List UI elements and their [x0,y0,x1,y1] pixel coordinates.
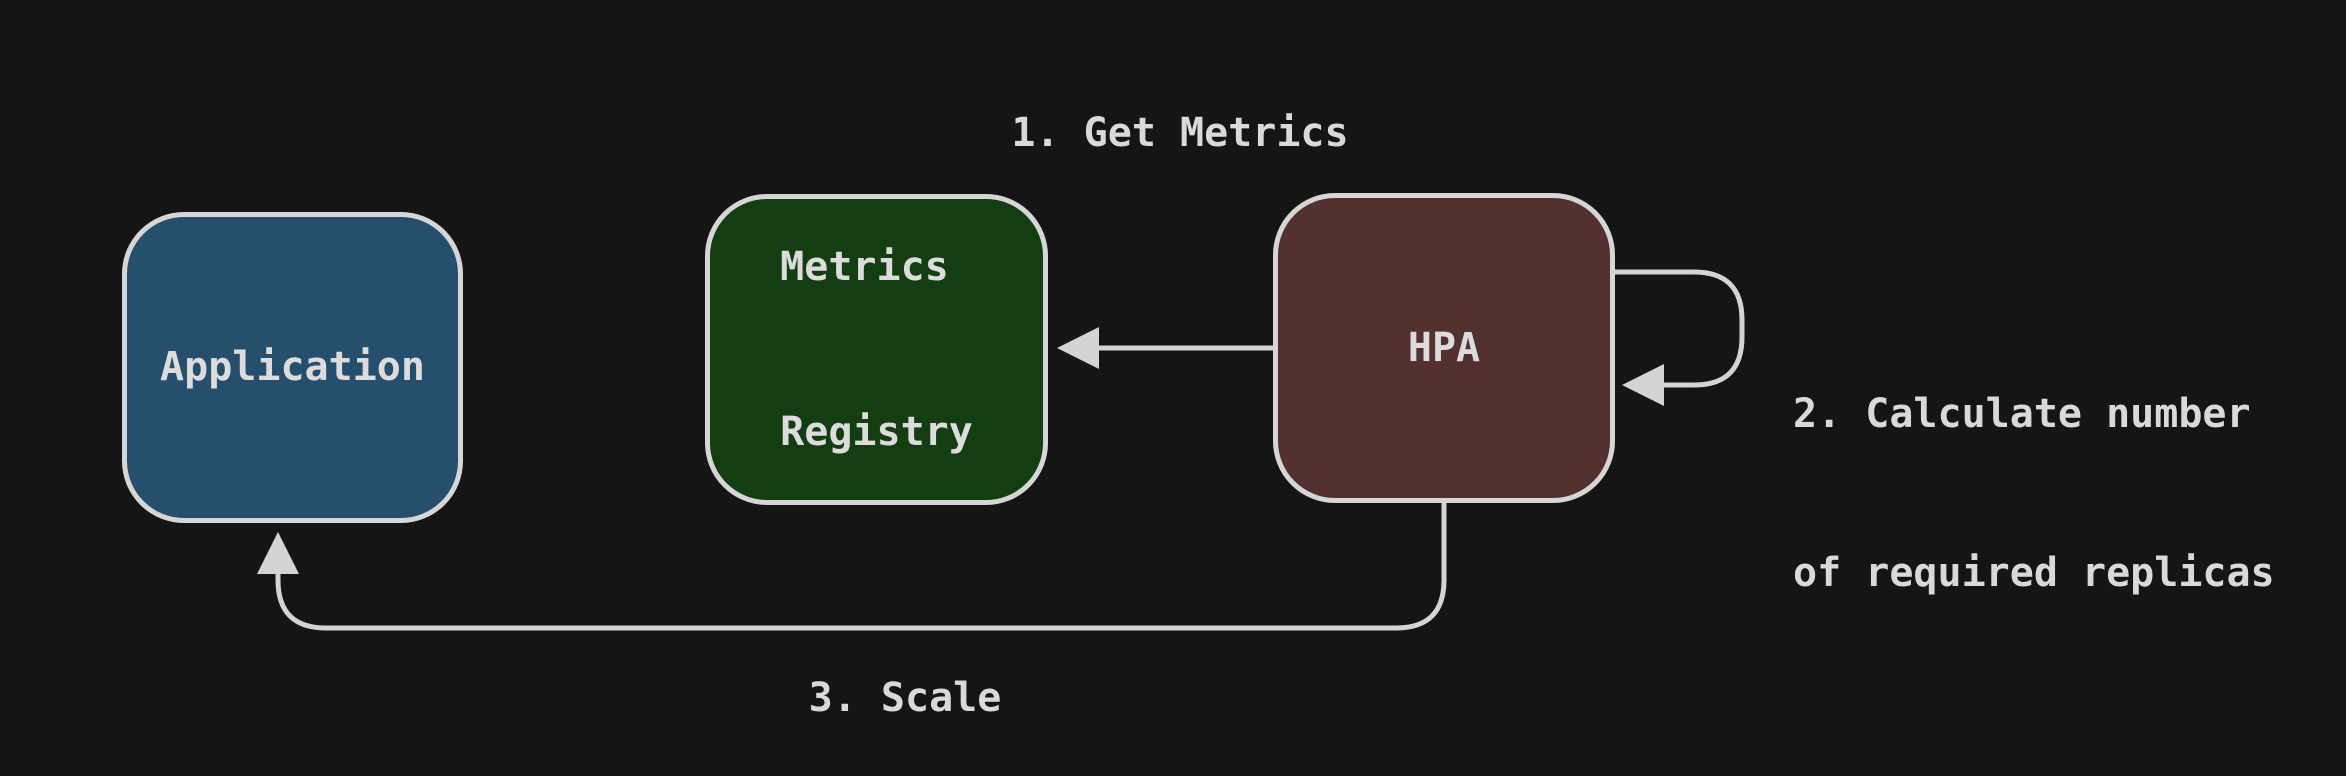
node-metrics-registry-label: Metrics Registry [780,130,973,570]
edge-scale [257,500,1447,631]
node-hpa: HPA [1273,193,1615,503]
edge-label-scale: 3. Scale [808,675,1002,721]
node-application: Application [122,212,463,523]
edge-label-calculate-line1: 2. Calculate number [1793,391,2251,437]
edge-label-get-metrics: 1. Get Metrics [1011,110,1349,156]
edge-label-calculate-replicas: 2. Calculate number of required replicas [1793,282,2275,706]
node-hpa-label: HPA [1407,324,1481,371]
self-loop-arrowhead-icon [1622,364,1664,406]
edge-calculate-replicas [1612,269,1745,406]
scale-arrowhead-icon [257,532,299,574]
self-loop-arrow-line [1612,269,1745,388]
node-application-label: Application [160,344,425,390]
get-metrics-arrowhead-icon [1057,327,1099,369]
node-metrics-registry-label-line1: Metrics [780,243,949,290]
edge-get-metrics [1057,327,1276,369]
scale-arrow-line [275,500,1447,631]
node-metrics-registry: Metrics Registry [705,194,1048,505]
node-metrics-registry-label-line2: Registry [780,408,973,455]
edge-label-calculate-line2: of required replicas [1793,550,2275,596]
